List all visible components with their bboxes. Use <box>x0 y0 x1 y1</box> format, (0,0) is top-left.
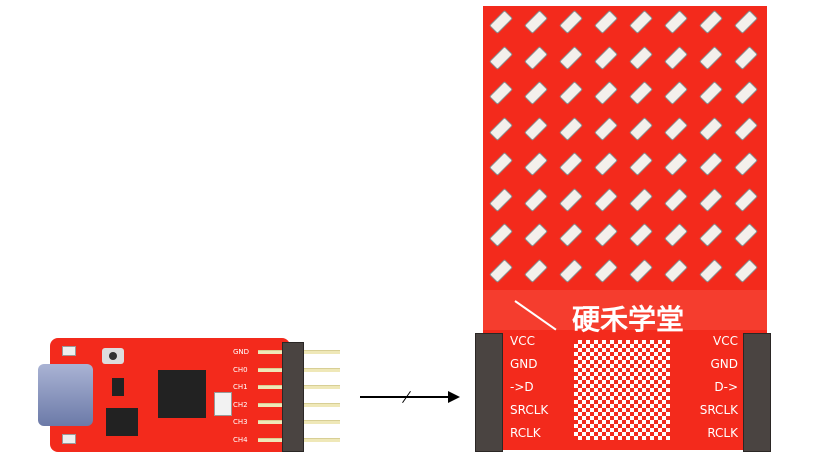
pin-header <box>282 342 304 452</box>
usb-c-connector <box>38 364 93 426</box>
led <box>62 346 76 356</box>
right-pin-label: VCC <box>713 334 738 348</box>
pin-label-ch3: CH3 <box>233 418 248 426</box>
left-pin-label: VCC <box>510 334 535 348</box>
left-pin-header <box>475 333 503 452</box>
sensor-board <box>38 338 290 452</box>
left-pin-label: GND <box>510 357 538 371</box>
arrow-head <box>448 391 460 403</box>
pin-label-ch2: CH2 <box>233 400 248 409</box>
mcu-chip <box>158 370 206 418</box>
right-pin-label: GND <box>710 357 738 371</box>
pin-label-ch4: CH4 <box>233 435 248 444</box>
led <box>62 434 76 444</box>
button <box>102 348 124 364</box>
crystal <box>214 392 232 416</box>
regulator-chip <box>112 378 124 396</box>
right-pin-header <box>743 333 771 452</box>
pin-label-gnd: GND <box>233 348 250 356</box>
board-title: 硬禾学堂 <box>572 303 685 336</box>
left-pin-label: RCLK <box>510 426 541 440</box>
qr-code <box>574 340 670 440</box>
soic-chip <box>106 408 138 436</box>
right-pin-label: D-> <box>714 380 738 394</box>
pin-label-ch1: CH1 <box>233 383 248 391</box>
left-pin-label: SRCLK <box>510 403 549 417</box>
left-pin-label: ->D <box>510 380 534 394</box>
right-pin-label: RCLK <box>707 426 738 440</box>
right-pin-label: SRCLK <box>699 403 738 417</box>
pin-label-ch0: CH0 <box>233 365 248 374</box>
